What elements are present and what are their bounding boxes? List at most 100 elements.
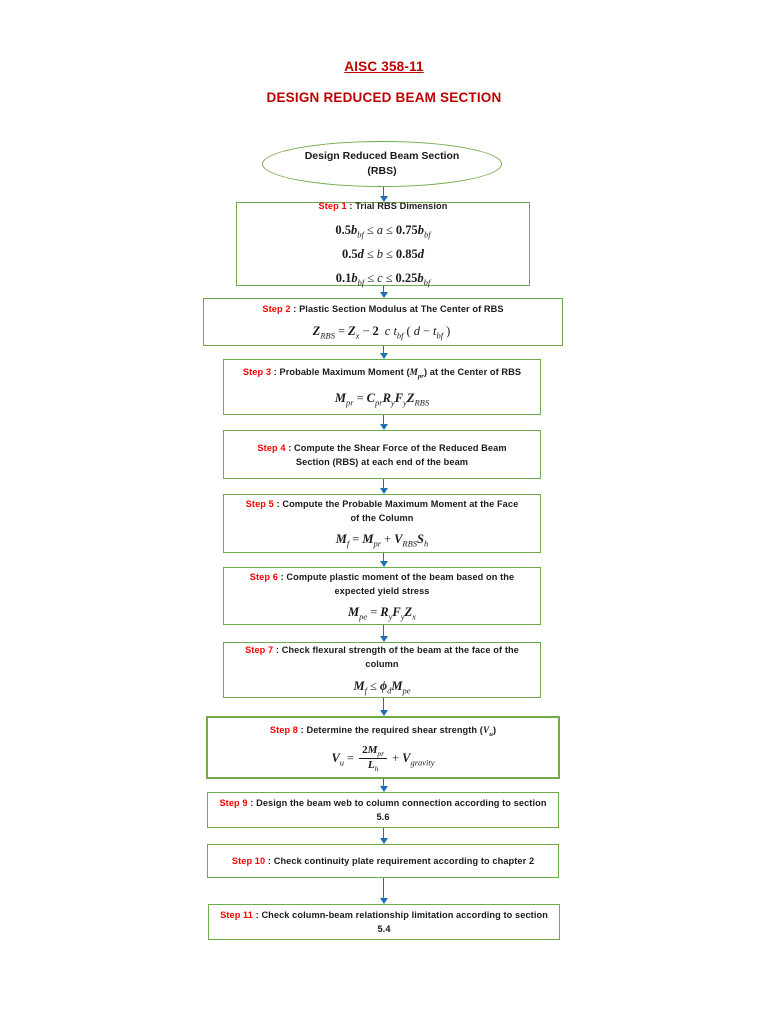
step-7-label: Step 7 (245, 645, 274, 655)
connector-step3-to-step4 (377, 415, 390, 430)
step-8-label: Step 8 (269, 724, 299, 735)
flow-node-step-6[interactable]: Step 6 : Compute plastic moment of the b… (223, 567, 541, 625)
step-5-text: Compute the Probable Maximum Moment at t… (282, 499, 519, 523)
step-10-separator: : (265, 856, 274, 866)
step-1-separator: : (346, 200, 356, 211)
connector-shaft (382, 779, 385, 787)
step-8-heading: Step 8 : Determine the required shear st… (269, 724, 497, 738)
connector-step8-to-step9 (377, 779, 390, 792)
step-11-separator: : (252, 910, 262, 920)
document-code: AISC 358-11 (344, 59, 424, 74)
flow-node-step-2[interactable]: Step 2 : Plastic Section Modulus at The … (203, 298, 563, 346)
step-7-text: Check flexural strength of the beam at t… (281, 645, 519, 669)
connector-shaft (382, 625, 385, 637)
connector-step7-to-step8 (377, 698, 390, 716)
flow-node-step-5[interactable]: Step 5 : Compute the Probable Maximum Mo… (223, 494, 541, 553)
step-6-label: Step 6 (249, 571, 278, 582)
step-6-formula-1: Mpe=RyFyZx (348, 604, 416, 621)
arrow-head-icon (379, 561, 388, 567)
step-4-separator: : (285, 442, 295, 453)
arrow-head-icon (379, 838, 388, 844)
step-2-heading: Step 2 : Plastic Section Modulus at The … (262, 302, 503, 316)
step-9-heading: Step 9 : Design the beam web to column c… (218, 796, 548, 824)
step-8-separator: : (298, 724, 307, 735)
flow-node-step-9[interactable]: Step 9 : Design the beam web to column c… (207, 792, 559, 828)
connector-shaft (382, 878, 385, 899)
arrow-head-icon (379, 488, 388, 494)
connector-step2-to-step3 (377, 346, 390, 359)
step-3-separator: : (271, 366, 280, 377)
step-11-heading: Step 11 : Check column-beam relationship… (219, 908, 549, 936)
step-6-heading: Step 6 : Compute plastic moment of the b… (234, 570, 530, 598)
step-11-label: Step 11 (220, 910, 253, 920)
connector-shaft (382, 346, 385, 354)
flow-node-step-4[interactable]: Step 4 : Compute the Shear Force of the … (223, 430, 541, 479)
arrow-head-icon (379, 786, 388, 792)
arrow-head-icon (379, 636, 388, 642)
connector-shaft (382, 553, 385, 562)
step-3-formula-1: Mpr=CprRyFyZRBS (334, 391, 430, 408)
connector-shaft (382, 286, 385, 293)
step-6-text: Compute plastic moment of the beam based… (286, 571, 515, 596)
flow-node-step-7[interactable]: Step 7 : Check flexural strength of the … (223, 642, 541, 698)
step-4-label: Step 4 (257, 442, 286, 453)
connector-step4-to-step5 (377, 479, 390, 494)
step-4-heading: Step 4 : Compute the Shear Force of the … (234, 441, 530, 469)
arrow-head-icon (379, 424, 388, 430)
page-title: DESIGN REDUCED BEAM SECTION (266, 90, 502, 105)
connector-step6-to-step7 (377, 625, 390, 642)
arrow-head-icon (379, 898, 388, 904)
step-7-heading: Step 7 : Check flexural strength of the … (234, 643, 530, 671)
step-2-label: Step 2 (262, 304, 291, 314)
step-7-formula-1: Mf≤ϕdMpe (353, 679, 411, 696)
step-11-text: Check column-beam relationship limitatio… (261, 910, 548, 934)
step-3-heading: Step 3 : Probable Maximum Moment (Mpr) a… (242, 366, 522, 380)
step-2-separator: : (290, 304, 300, 314)
step-5-heading: Step 5 : Compute the Probable Maximum Mo… (234, 497, 530, 525)
connector-shaft (382, 415, 385, 425)
connector-shaft (382, 698, 385, 711)
step-1-formula-3: 0.1bbf≤c≤0.25bbf (335, 270, 431, 287)
connector-step5-to-step6 (377, 553, 390, 567)
flow-node-step-8[interactable]: Step 8 : Determine the required shear st… (206, 716, 560, 779)
arrow-head-icon (379, 710, 388, 716)
step-9-separator: : (247, 798, 257, 808)
step-1-formula-2: 0.5d≤b≤0.85d (342, 246, 424, 261)
connector-step10-to-step11 (377, 878, 390, 904)
flow-node-step-11[interactable]: Step 11 : Check column-beam relationship… (208, 904, 560, 940)
step-10-text: Check continuity plate requirement accor… (273, 856, 535, 866)
step-1-formula-1: 0.5bbf≤a≤0.75bbf (335, 222, 431, 239)
step-5-separator: : (273, 499, 283, 509)
arrow-head-icon (379, 196, 388, 202)
flow-node-step-1[interactable]: Step 1 : Trial RBS Dimension 0.5bbf≤a≤0.… (236, 199, 530, 287)
connector-shaft (382, 187, 385, 197)
step-5-formula-1: Mf=Mpr+VRBSSh (335, 532, 429, 549)
step-6-separator: : (277, 571, 287, 582)
step-1-heading: Step 1 : Trial RBS Dimension (319, 199, 448, 213)
flow-node-step-3[interactable]: Step 3 : Probable Maximum Moment (Mpr) a… (223, 359, 541, 415)
connector-start-to-step1 (377, 187, 390, 202)
step-9-text: Design the beam web to column connection… (256, 798, 547, 822)
connector-step1-to-step2 (377, 286, 390, 298)
flow-node-start[interactable]: Design Reduced Beam Section (RBS) (262, 141, 502, 187)
connector-shaft (382, 479, 385, 489)
connector-step9-to-step10 (377, 828, 390, 844)
step-2-text: Plastic Section Modulus at The Center of… (299, 304, 504, 314)
flow-node-step-10[interactable]: Step 10 : Check continuity plate require… (207, 844, 559, 878)
step-3-label: Step 3 (242, 366, 272, 377)
step-10-heading: Step 10 : Check continuity plate require… (232, 854, 534, 868)
arrow-head-icon (379, 292, 388, 298)
arrow-head-icon (379, 353, 388, 359)
step-1-text: Trial RBS Dimension (355, 200, 448, 211)
step-5-label: Step 5 (245, 499, 274, 509)
step-1-label: Step 1 (318, 200, 347, 211)
step-10-label: Step 10 (231, 856, 266, 866)
start-node-line-1: Design Reduced Beam Section (304, 150, 460, 162)
step-4-text: Compute the Shear Force of the Reduced B… (294, 442, 507, 467)
start-node-line-2: (RBS) (367, 165, 397, 177)
step-9-label: Step 9 (219, 798, 248, 808)
